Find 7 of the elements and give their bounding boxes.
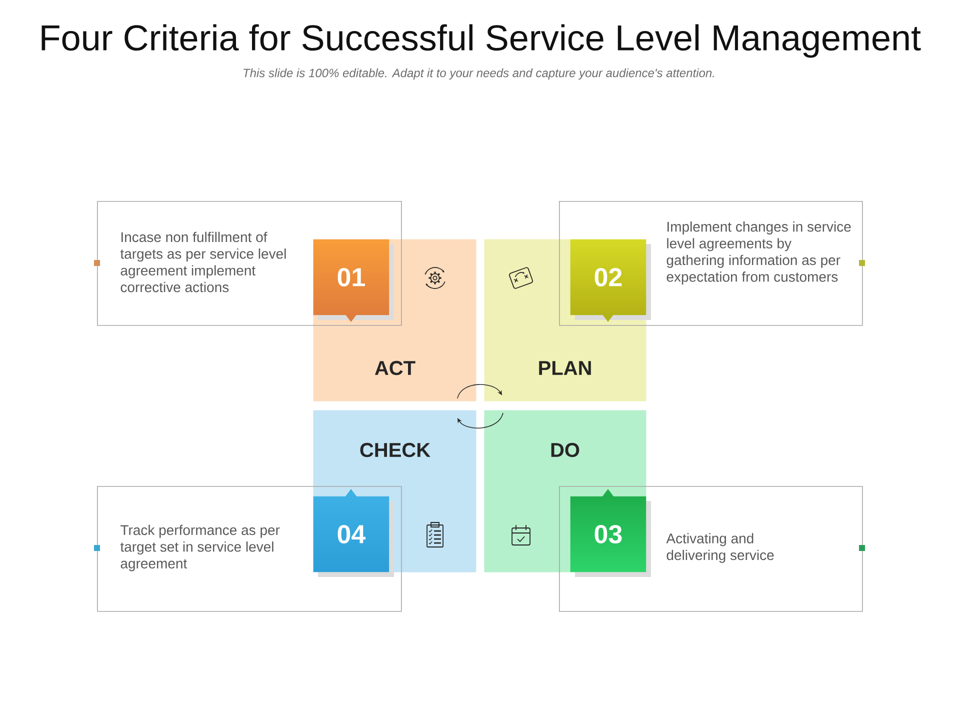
number-badge: 02 [570, 239, 651, 322]
number-badge: 04 [313, 489, 394, 577]
number-badge: 03 [570, 489, 651, 577]
subtitle: This slide is 100% editable. Adapt it to your needs and capture your audience's attention. [244, 68, 714, 80]
number-badge: 01 [313, 239, 394, 322]
title: Four Criteria for Successful Service Level Management [42, 24, 921, 58]
curved-arrow [457, 384, 502, 399]
